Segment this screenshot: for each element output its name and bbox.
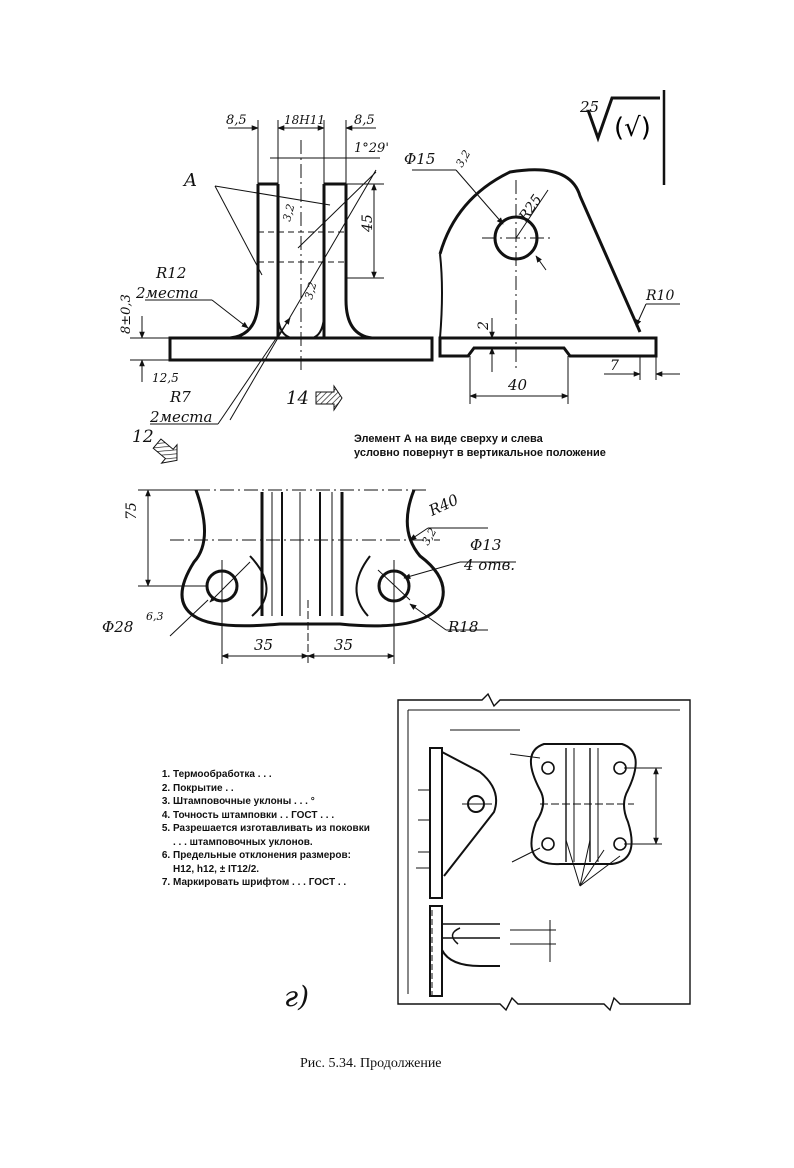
requirement-item: Покрытие . .	[173, 782, 370, 796]
svg-text:14: 14	[286, 388, 309, 409]
svg-text:R18: R18	[447, 618, 478, 636]
side-view	[412, 168, 680, 404]
svg-text:Φ13: Φ13	[470, 536, 501, 554]
svg-text:8,5: 8,5	[354, 113, 375, 128]
svg-text:35: 35	[254, 636, 273, 654]
front-view	[130, 120, 434, 425]
svg-text:(√): (√)	[614, 113, 651, 143]
front-view-labels: 8,5 18H11 8,5 1°29' A R12 2места 8±0,3 1…	[119, 113, 389, 426]
figure-caption: Рис. 5.34. Продолжение	[300, 1056, 442, 1071]
element-note-line1: Элемент А на виде сверху и слева	[354, 433, 543, 445]
roughness-value: 25	[579, 98, 599, 116]
svg-text:8,5: 8,5	[226, 113, 247, 128]
svg-text:2: 2	[476, 321, 492, 331]
requirement-item: Разрешается изготавливать из поковки . .…	[173, 822, 370, 849]
svg-text:8±0,3: 8±0,3	[119, 294, 134, 334]
svg-text:2места: 2места	[135, 284, 198, 302]
svg-text:3,2: 3,2	[419, 526, 439, 548]
svg-text:R25: R25	[516, 192, 546, 225]
top-view	[138, 438, 516, 664]
technical-requirements: Термообработка . . . Покрытие . . Штампо…	[155, 768, 370, 890]
svg-text:A: A	[182, 170, 197, 191]
svg-text:12,5: 12,5	[152, 371, 179, 385]
svg-text:18H11: 18H11	[284, 113, 325, 127]
sheet-top-view	[509, 743, 662, 887]
svg-text:R12: R12	[155, 264, 186, 282]
svg-text:4 отв.: 4 отв.	[463, 556, 515, 574]
requirement-item: Предельные отклонения размеров: Н12, h12…	[173, 849, 370, 876]
svg-text:Φ15: Φ15	[404, 150, 435, 168]
svg-text:45: 45	[360, 214, 376, 233]
svg-text:2места: 2места	[149, 408, 212, 426]
svg-text:R40: R40	[425, 490, 461, 520]
sheet-frame	[397, 692, 691, 1012]
sheet-label: г)	[284, 980, 310, 1013]
svg-text:1°29': 1°29'	[354, 141, 389, 156]
svg-text:40: 40	[507, 376, 528, 394]
svg-text:35: 35	[334, 636, 353, 654]
requirement-item: Штамповочные уклоны . . . °	[173, 795, 370, 809]
top-view-labels: 12 75 R40 3,2 Φ13 4 отв. Φ28 6,3 R18 35 …	[102, 427, 515, 654]
requirement-item: Термообработка . . .	[173, 768, 370, 782]
svg-text:3,2: 3,2	[302, 281, 319, 301]
element-note-line2: условно повернут в вертикальное положени…	[354, 447, 606, 459]
svg-text:R10: R10	[645, 288, 674, 304]
roughness-symbol: 25 (√)	[579, 90, 666, 185]
svg-text:R7: R7	[169, 388, 191, 406]
sheet-front-view	[416, 729, 556, 1000]
svg-text:Φ28: Φ28	[102, 618, 133, 636]
svg-text:75: 75	[124, 502, 140, 520]
svg-text:7: 7	[610, 358, 619, 374]
svg-text:12: 12	[132, 427, 154, 447]
svg-text:6,3: 6,3	[146, 610, 164, 623]
svg-text:3,2: 3,2	[280, 203, 297, 223]
requirement-item: Маркировать шрифтом . . . ГОСТ . .	[173, 876, 370, 890]
requirement-item: Точность штамповки . . ГОСТ . . .	[173, 809, 370, 823]
svg-text:3,2: 3,2	[453, 148, 473, 170]
